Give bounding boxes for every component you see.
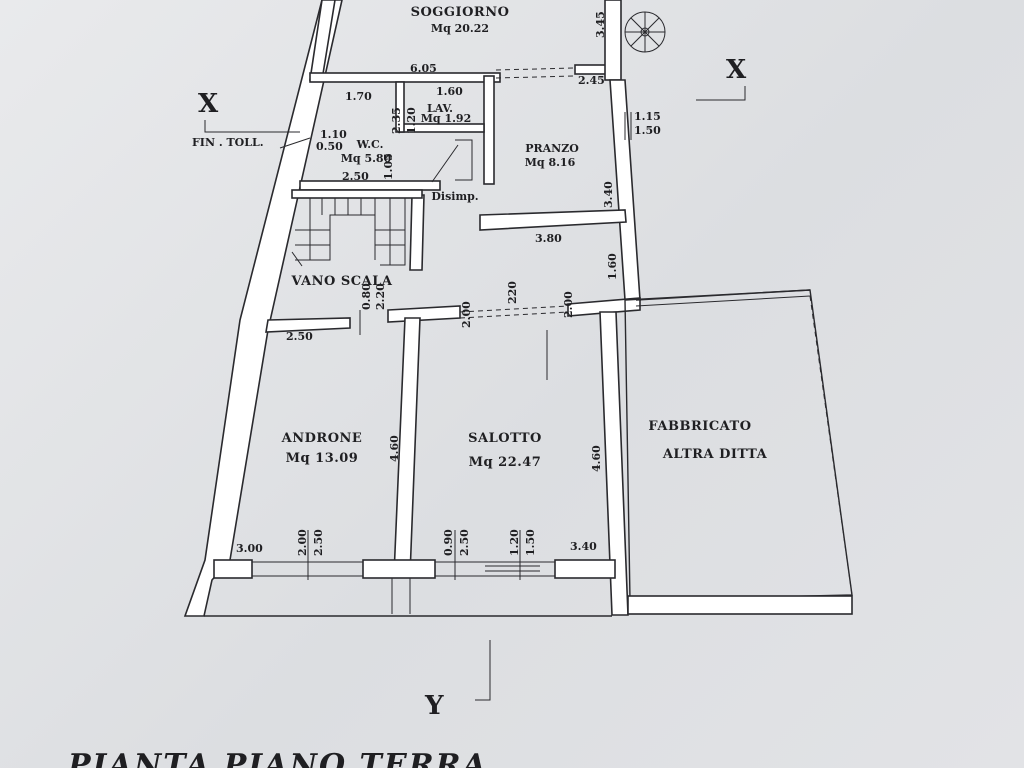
dim-label: 3.80	[535, 232, 562, 245]
section-y-bottom: Y	[424, 691, 444, 721]
soggiorno-bottom-wall-right	[574, 64, 608, 75]
middle-wall-center	[387, 305, 461, 323]
dim-label: 220	[506, 281, 519, 304]
dim-label: 1.05	[382, 153, 395, 180]
wc-label: W.C.	[356, 138, 384, 151]
lav-wall-left	[395, 81, 405, 133]
soggiorno-label: SOGGIORNO	[411, 5, 510, 20]
dim-label: 1.20	[405, 107, 418, 134]
dim-label: 2.20	[374, 283, 387, 310]
plan-title: PIANTA PIANO TERRA	[67, 748, 488, 768]
dim-label: 4.60	[388, 435, 401, 462]
dim-label: 1.70	[345, 90, 372, 103]
spiral-stair-icon	[624, 11, 666, 53]
window-salotto	[434, 561, 556, 577]
dim-label: 2.45	[578, 74, 605, 87]
salotto-fabbricato-wall	[599, 311, 629, 616]
lav-label: LAV.	[427, 102, 453, 115]
dim-label: 3.00	[236, 542, 263, 555]
stair-wall-top	[291, 189, 423, 199]
dim-label: 3.40	[570, 540, 597, 553]
dim-label: 2.00	[460, 301, 473, 328]
dim-label: 1.50	[524, 529, 537, 556]
androne-area: Mq 13.09	[286, 451, 359, 466]
dim-label: 2.50	[458, 529, 471, 556]
wc-area: Mq 5.80	[341, 152, 392, 165]
dim-label: 3.45	[594, 11, 607, 38]
salotto-label: SALOTTO	[468, 431, 542, 446]
section-x-right: X	[726, 55, 747, 85]
section-x-left: X	[198, 89, 219, 119]
soggiorno-bottom-wall	[309, 72, 501, 83]
fin-toll-label: FIN . TOLL.	[192, 136, 264, 149]
dim-label: 1.60	[436, 85, 463, 98]
dim-label: 0.90	[442, 529, 455, 556]
soggiorno-area: Mq 20.22	[431, 22, 489, 35]
pranzo-label: PRANZO	[525, 142, 579, 155]
dim-label: 6.05	[410, 62, 437, 75]
dim-label: 4.60	[590, 445, 603, 472]
salotto-area: Mq 22.47	[469, 455, 542, 470]
middle-wall-left	[265, 317, 351, 333]
dim-label: 2.35	[390, 107, 403, 134]
dim-label: 1.50	[634, 124, 661, 137]
vano-scala-label: VANO SCALA	[291, 274, 393, 289]
dim-label: 1.60	[606, 253, 619, 280]
disimpegno-label: Disimp.	[431, 190, 478, 203]
dim-label: 1.10	[320, 128, 347, 141]
pranzo-bottom-wall	[479, 209, 627, 231]
dim-label: 3.40	[602, 181, 615, 208]
fabbricato-label-line2: ALTRA DITTA	[662, 447, 768, 462]
front-wall-right	[554, 559, 616, 579]
lav-area: Mq 1.92	[421, 112, 472, 125]
wc-wall-bottom	[299, 180, 441, 191]
dim-label: 2.00	[562, 291, 575, 318]
stair-steps	[291, 197, 406, 267]
dim-label: 2.50	[312, 529, 325, 556]
dim-label: 0.50	[316, 140, 343, 153]
dim-label: 1.15	[634, 110, 661, 123]
section-markers	[204, 86, 746, 701]
dim-label: 1.20	[508, 529, 521, 556]
front-wall-left	[213, 559, 253, 579]
fabbricato-bottom-wall	[627, 595, 853, 615]
pranzo-area: Mq 8.16	[525, 156, 576, 169]
lav-wall-right	[483, 75, 495, 185]
fabbricato-outline	[624, 289, 853, 601]
front-wall-mid	[362, 559, 436, 579]
dim-label: 0.80	[360, 283, 373, 310]
dim-label: 2.50	[286, 330, 313, 343]
dim-label: 2.50	[342, 170, 369, 183]
right-wall-upper	[604, 0, 622, 81]
stair-wall-right	[409, 194, 425, 271]
fabbricato-label-line1: FABBRICATO	[648, 419, 751, 434]
dim-label: 2.00	[296, 529, 309, 556]
androne-label: ANDRONE	[281, 431, 363, 446]
